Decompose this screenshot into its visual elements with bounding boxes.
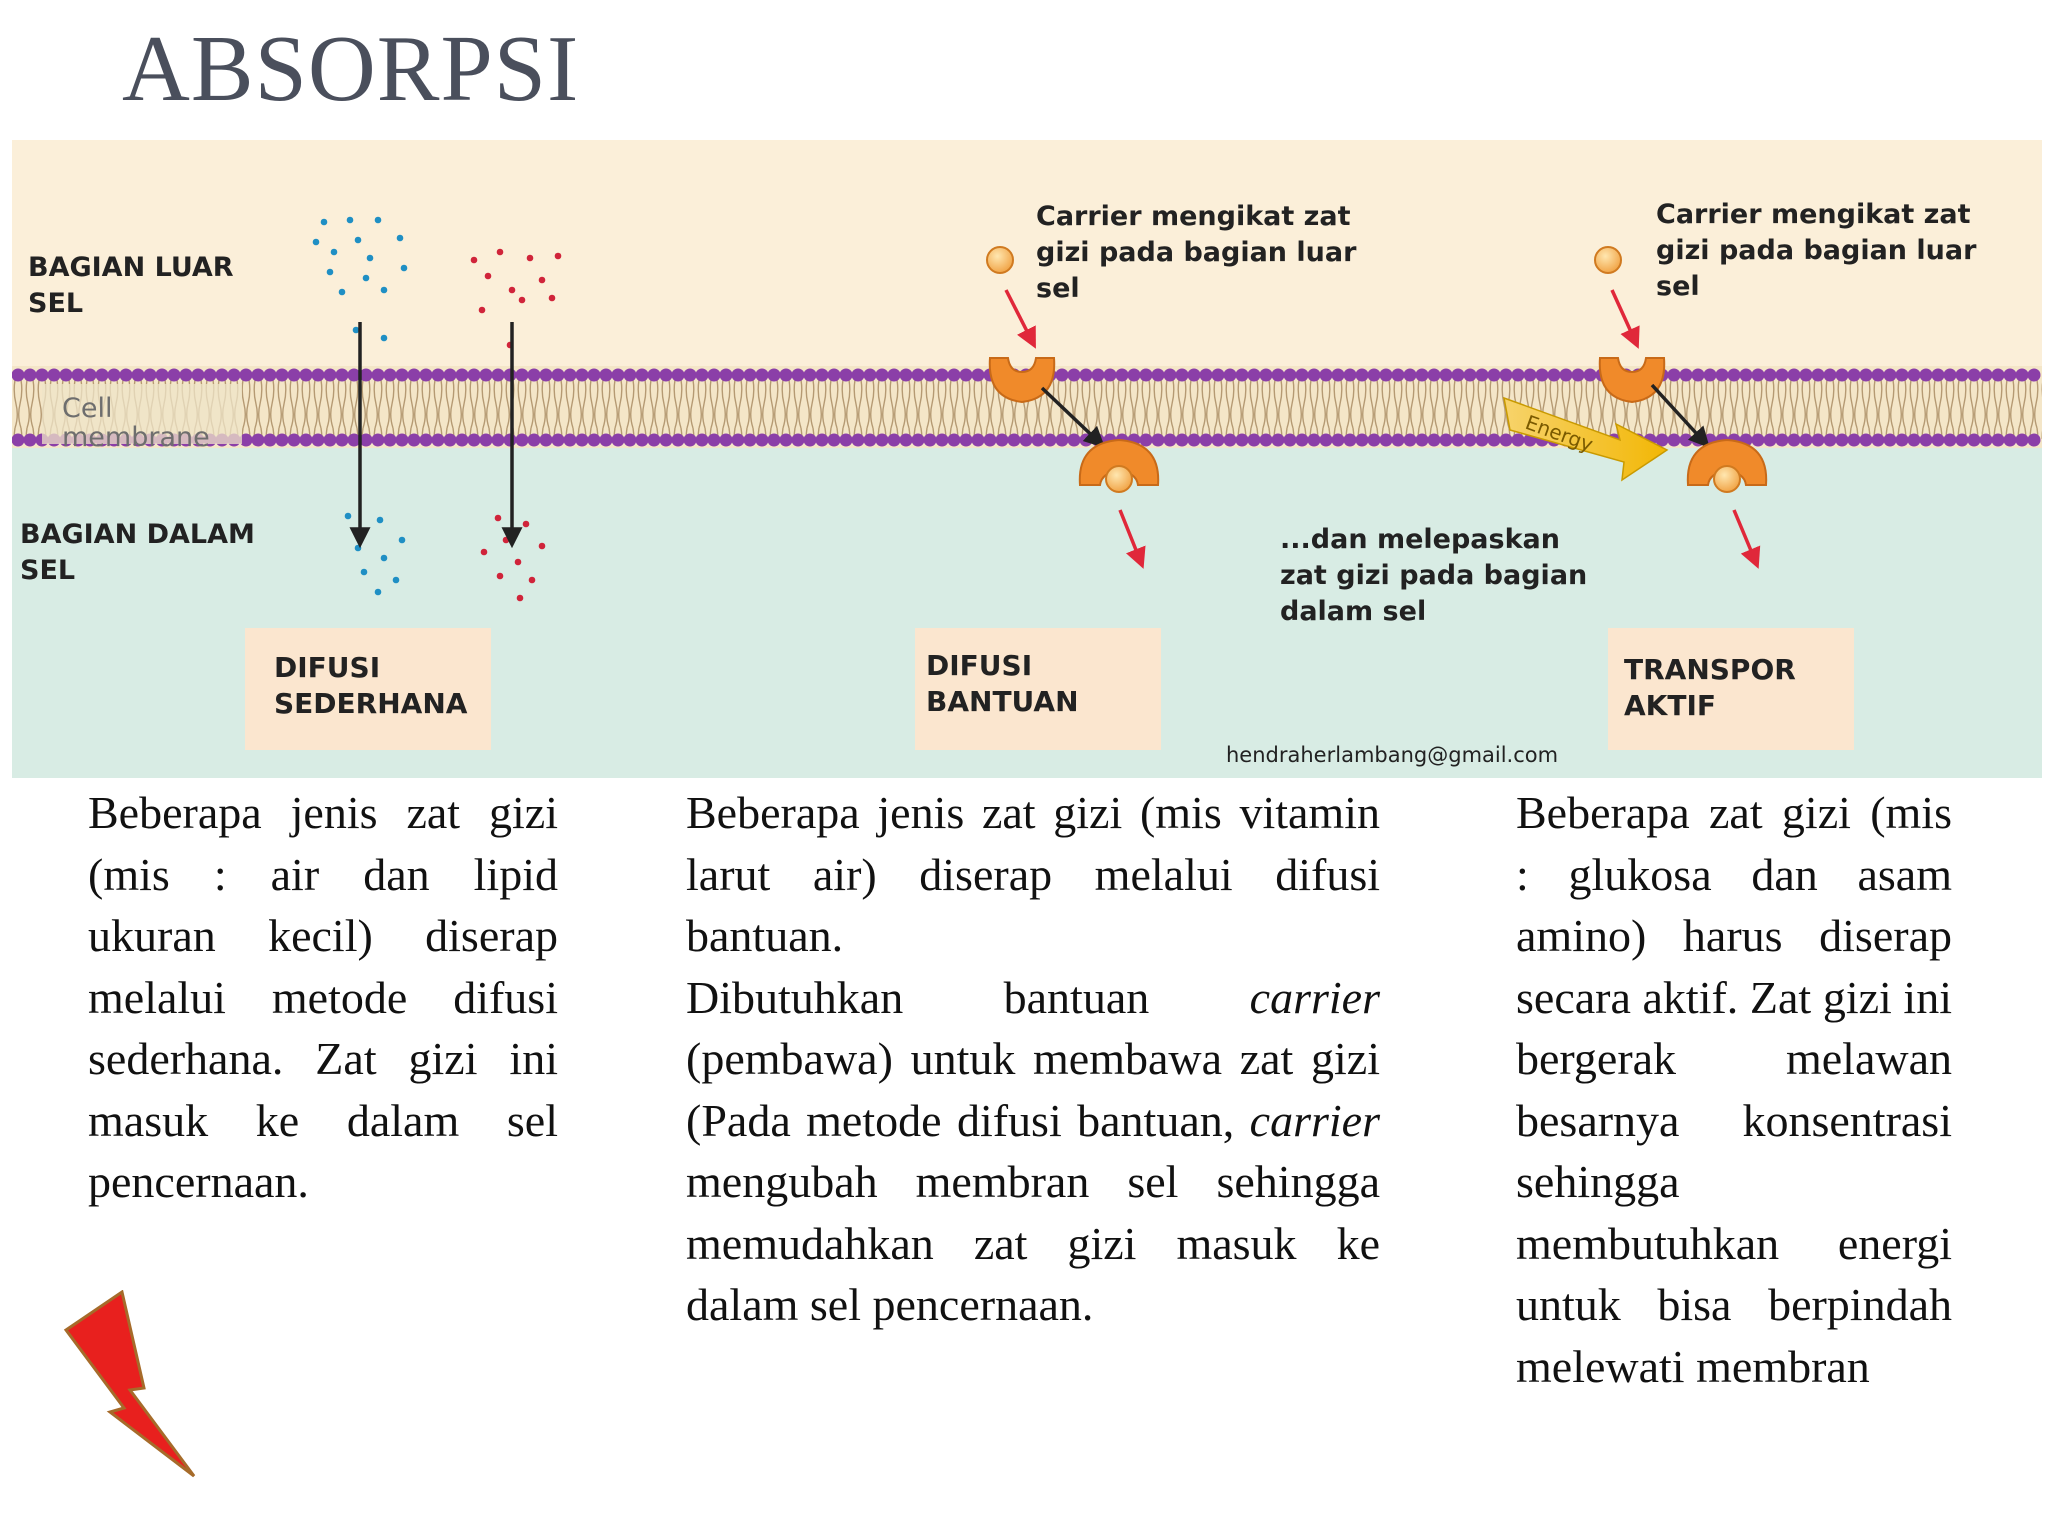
molecule-dot (484, 272, 492, 280)
molecule-dot (548, 294, 556, 302)
molecule-dot (470, 256, 478, 264)
text-facilitated-a: Beberapa jenis zat gizi (mis vitamin lar… (686, 787, 1380, 961)
molecule-dot (360, 568, 368, 576)
molecule-dot (312, 238, 320, 246)
carrier-transition-arrow (1040, 386, 1106, 448)
molecule-dot (398, 536, 406, 544)
molecule-dot (494, 514, 502, 522)
molecule-dot (374, 216, 382, 224)
molecule-dot (478, 306, 486, 314)
slide-title: ABSORPSI (122, 17, 580, 121)
release-arrow-2 (1732, 509, 1761, 569)
nutrient-ball (986, 246, 1014, 274)
credit-email: hendraherlambang@gmail.com (1226, 743, 1558, 767)
energy-arrow-icon (1503, 396, 1669, 482)
text-column-simple-diffusion: Beberapa jenis zat gizi (mis : air dan l… (88, 782, 558, 1213)
molecule-dot (374, 588, 382, 596)
molecule-dot (392, 576, 400, 584)
molecule-dot (508, 286, 516, 294)
molecule-dot (366, 254, 374, 262)
text-facilitated-b: Dibutuhkan bantuan carrier (pembawa) unt… (686, 971, 1380, 1331)
molecule-dot (400, 264, 408, 272)
molecule-dot (346, 216, 354, 224)
box-active-transport (1608, 628, 1854, 750)
carrier-active-outer-icon (1598, 357, 1666, 404)
molecule-dot (352, 326, 360, 334)
molecule-dot (326, 268, 334, 276)
molecule-dot (496, 248, 504, 256)
lipid-molecules (470, 248, 562, 602)
nutrient-ball-2 (1594, 246, 1622, 274)
molecule-dot (344, 512, 352, 520)
molecule-dot (538, 542, 546, 550)
molecule-dot (376, 516, 384, 524)
text-column-facilitated-diffusion: Beberapa jenis zat gizi (mis vitamin lar… (686, 782, 1380, 1336)
bind-arrow-1 (1004, 289, 1036, 349)
molecule-dot (380, 286, 388, 294)
box-simple-diffusion-label: DIFUSI SEDERHANA (274, 651, 468, 720)
release-note: ...dan melepaskan zat gizi pada bagian d… (1280, 524, 1597, 627)
molecule-dot (320, 218, 328, 226)
molecule-dot (514, 558, 522, 566)
carrier-outer-icon (988, 357, 1056, 404)
molecule-dot (354, 544, 362, 552)
molecule-dot (554, 252, 562, 260)
molecule-dot (516, 594, 524, 602)
molecule-dot (330, 248, 338, 256)
text-active-transport: Beberapa zat gizi (mis : glukosa dan asa… (1516, 787, 1952, 1392)
text-column-active-transport: Beberapa zat gizi (mis : glukosa dan asa… (1516, 782, 1952, 1397)
box-simple-diffusion (245, 628, 491, 750)
membrane-label: Cell membrane (62, 393, 210, 453)
molecule-dot (502, 536, 510, 544)
box-active-transport-label: TRANSPOR AKTIF (1624, 653, 1806, 722)
molecule-dot (522, 520, 530, 528)
molecule-dot (362, 274, 370, 282)
molecule-dot (526, 254, 534, 262)
molecule-dot (528, 576, 536, 584)
inner-label: BAGIAN DALAM SEL (20, 519, 264, 586)
molecule-dot (354, 236, 362, 244)
carrier-note-2: Carrier mengikat zat gizi pada bagian lu… (1656, 199, 1986, 302)
water-molecules (312, 216, 408, 596)
molecule-dot (480, 548, 488, 556)
molecule-dot (380, 334, 388, 342)
lightning-bolt-icon (63, 1290, 196, 1478)
carrier-note-1: Carrier mengikat zat gizi pada bagian lu… (1036, 201, 1366, 304)
text-simple-diffusion: Beberapa jenis zat gizi (mis : air dan l… (88, 787, 558, 1207)
molecule-dot (338, 288, 346, 296)
release-arrow-1 (1118, 509, 1146, 569)
molecule-dot (396, 234, 404, 242)
active-transition-arrow (1650, 383, 1710, 449)
molecule-dot (380, 554, 388, 562)
outer-label: BAGIAN LUAR SEL (28, 252, 243, 319)
box-facilitated-diffusion (915, 628, 1161, 750)
absorption-diagram: BAGIAN LUAR SEL BAGIAN DALAM SEL Cell me… (12, 140, 2042, 778)
molecule-dot (518, 296, 526, 304)
molecule-dot (496, 572, 504, 580)
box-facilitated-diffusion-label: DIFUSI BANTUAN (926, 649, 1079, 718)
bind-arrow-2 (1610, 289, 1640, 349)
molecule-dot (538, 276, 546, 284)
